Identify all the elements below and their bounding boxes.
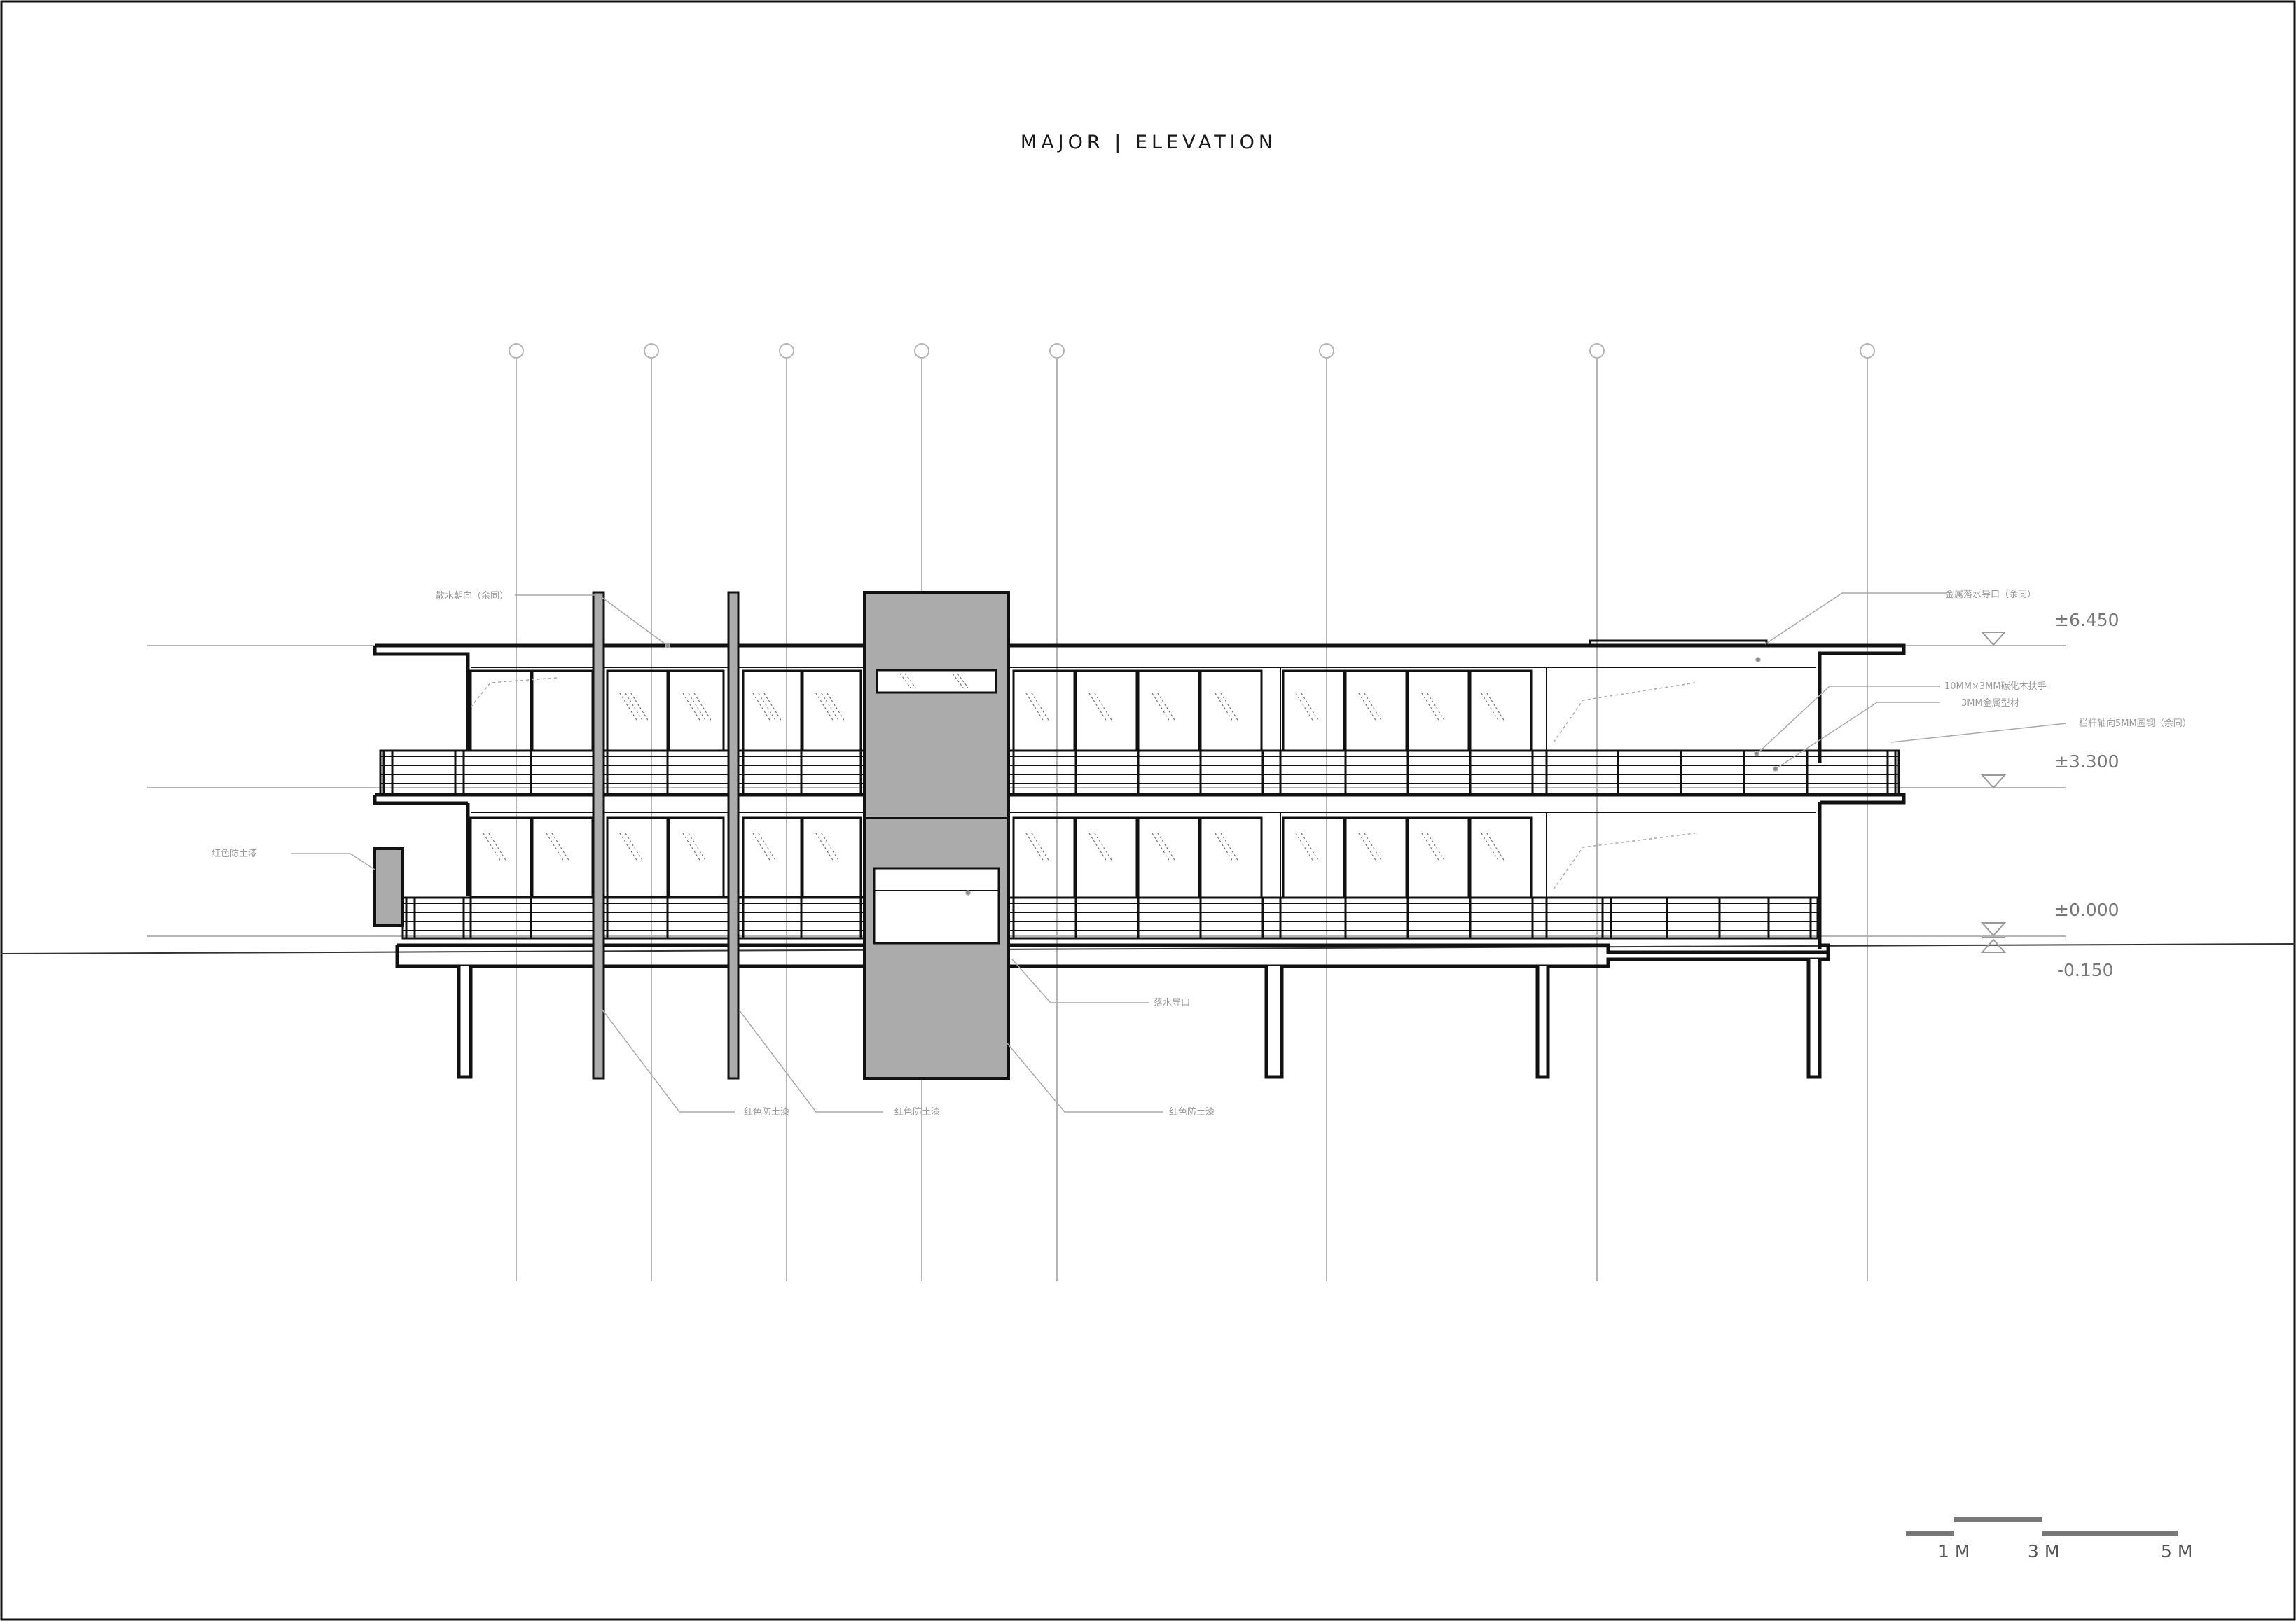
level-label-ground: ±0.000: [2054, 900, 2119, 920]
annotation-metal-outlet: 金属落水导口（余同）: [1945, 589, 2036, 600]
window-pane: [742, 669, 803, 752]
window-pane: [742, 816, 803, 899]
left-base-block: [373, 847, 404, 927]
annotation-red-paint-core: 红色防土漆: [1169, 1106, 1215, 1118]
steel-column-left: [592, 591, 605, 1080]
window-pane: [606, 816, 669, 899]
window-pane: [668, 816, 725, 899]
window-pane: [1282, 816, 1346, 899]
scale-label-5m: 5 M: [2161, 1541, 2192, 1561]
stilt-pile: [1806, 959, 1822, 1079]
drawing-title: MAJOR | ELEVATION: [1021, 132, 1277, 153]
window-pane: [1199, 816, 1263, 899]
stilt-piles: [457, 959, 1822, 1079]
grid-axis-bubble: [1319, 343, 1334, 359]
level-reference-lines: [147, 645, 2066, 937]
grid-axis-bubble: [1049, 343, 1065, 359]
stair-core: [863, 591, 1010, 1080]
upper-balcony-railing: [379, 749, 1900, 796]
ground-floor-slab: [395, 943, 1830, 968]
annotation-railing: 栏杆轴向5MM圆钢（余同）: [2079, 718, 2192, 729]
grid-axis-bubble: [1860, 343, 1875, 359]
window-pane: [469, 669, 532, 752]
stilt-pile: [457, 966, 473, 1079]
grid-axis-bubble: [779, 343, 794, 359]
window-pane: [1344, 669, 1408, 752]
annotation-red-paint-col2: 红色防土漆: [894, 1106, 940, 1118]
scale-label-3m: 3 M: [2028, 1541, 2059, 1561]
window-pane: [469, 816, 532, 899]
grid-axis-bubble: [1589, 343, 1605, 359]
ground-line: [1, 943, 2295, 954]
level-label-first-floor: ±3.300: [2054, 751, 2119, 772]
window-pane: [1137, 816, 1201, 899]
grid-axis-bubble: [914, 343, 929, 359]
roof-parapet-cap: [1589, 639, 1768, 647]
lower-balcony-railing: [401, 896, 1819, 940]
lower-interior-frame: [471, 812, 1816, 900]
building-elevation: [373, 591, 1906, 1080]
stilt-pile: [1535, 966, 1550, 1079]
window-pane: [801, 669, 862, 752]
window-pane: [1344, 816, 1408, 899]
window-pane: [1406, 816, 1470, 899]
steel-column-right: [727, 591, 740, 1080]
core-high-window: [876, 669, 997, 694]
window-pane: [531, 669, 594, 752]
scale-label-1m: 1 M: [1938, 1541, 1970, 1561]
upper-interior-frame: [471, 667, 1816, 751]
window-pane: [1406, 669, 1470, 752]
annotation-handrail: 10MM×3MM碳化木扶手: [1944, 681, 2047, 692]
window-pane: [1074, 669, 1138, 752]
window-pane: [1469, 816, 1533, 899]
stilt-pile: [1264, 966, 1284, 1079]
window-pane: [1074, 816, 1138, 899]
roof-slab: [373, 643, 1906, 763]
level-label-roof: ±6.450: [2054, 610, 2119, 630]
level-markers: [1980, 632, 2007, 953]
window-pane: [668, 669, 725, 752]
window-pane: [606, 669, 669, 752]
annotation-red-paint-col1: 红色防土漆: [744, 1106, 789, 1118]
core-entrance-opening: [873, 867, 1000, 945]
window-pane: [1012, 816, 1076, 899]
window-pane: [801, 816, 862, 899]
window-pane: [1199, 669, 1263, 752]
annotation-red-paint-left: 红色防土漆: [212, 848, 257, 859]
core-window-hatch: [899, 673, 969, 688]
window-pane: [1012, 669, 1076, 752]
window-pane: [531, 816, 594, 899]
annotation-drain-outlet: 落水导口: [1154, 998, 1190, 1008]
annotation-metal-profile: 3MM金属型材: [1961, 697, 2019, 709]
scale-bar: [1906, 1517, 2178, 1536]
level-label-grade: -0.150: [2057, 960, 2114, 980]
window-pane: [1282, 669, 1346, 752]
grid-axis-bubble: [644, 343, 659, 359]
window-pane: [1137, 669, 1201, 752]
annotation-leaders: [291, 592, 2067, 1113]
window-pane: [1469, 669, 1533, 752]
annotation-drain-direction: 散水朝向（余同）: [436, 590, 509, 601]
grid-axis-bubble: [509, 343, 524, 359]
